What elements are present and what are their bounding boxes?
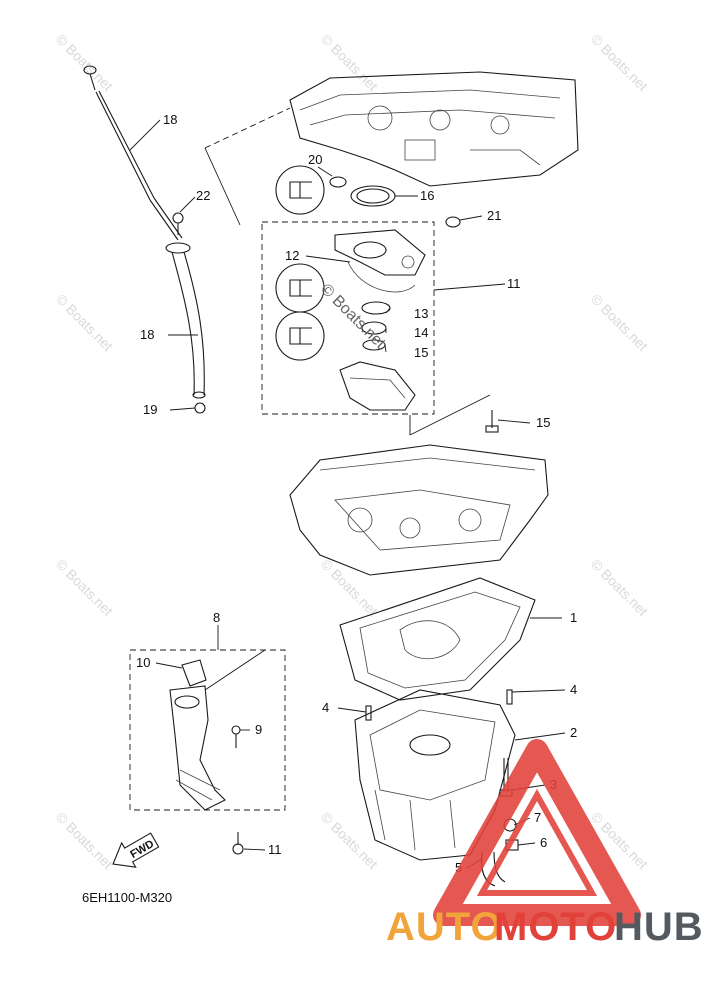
callout-9: 9 <box>255 722 262 737</box>
group-8-box <box>129 649 286 811</box>
callout-22: 22 <box>196 188 210 203</box>
bolt-11 <box>232 832 244 855</box>
fwd-arrow-icon: FWD <box>112 832 160 868</box>
callout-8: 8 <box>213 610 220 625</box>
callout-17: 15 <box>536 415 550 430</box>
o-ring-18-right <box>445 216 461 228</box>
callout-2: 2 <box>570 725 577 740</box>
pin-4-right <box>506 689 513 705</box>
seal-detail-icon <box>275 165 325 215</box>
brand-moto: MOTO <box>494 905 617 949</box>
watermark: © Boats.net <box>318 809 381 872</box>
watermark: © Boats.net <box>588 291 651 354</box>
callout-18-right: 21 <box>487 208 501 223</box>
watermark-layer: © Boats.net © Boats.net © Boats.net © Bo… <box>53 31 651 872</box>
watermark: © Boats.net <box>588 31 651 94</box>
callout-10: 10 <box>136 655 150 670</box>
callout-13: 12 <box>285 248 299 263</box>
cover-plate <box>339 361 416 411</box>
diagram-code: 6EH1100-M320 <box>82 890 172 905</box>
o-ring-21 <box>194 402 206 414</box>
bolt-9 <box>231 725 241 748</box>
callout-12: 11 <box>507 276 521 291</box>
callout-6: 6 <box>540 835 547 850</box>
oil-seal-16 <box>350 185 396 207</box>
brand-auto: AUTO <box>386 905 503 949</box>
group-12-box <box>261 221 435 415</box>
callout-7: 7 <box>534 810 541 825</box>
pin-4-left <box>365 705 372 721</box>
gasket-1 <box>339 577 536 701</box>
callout-19: 18 <box>163 112 177 127</box>
engine-block-top <box>289 71 579 187</box>
callout-14: 13 <box>414 306 428 321</box>
o-ring-18-left <box>329 176 347 188</box>
oil-strainer <box>169 685 226 811</box>
brand-hub: HUB <box>614 905 704 949</box>
callout-15-lower: 15 <box>414 345 428 360</box>
callout-20: 18 <box>140 327 154 342</box>
housing-13 <box>334 229 426 293</box>
automotohub-logo: AUTO MOTO HUB <box>386 739 704 949</box>
watermark: © Boats.net <box>53 31 116 94</box>
watermark: © Boats.net <box>53 809 116 872</box>
watermark: © Boats.net <box>318 31 381 94</box>
leader-lines <box>129 119 566 869</box>
callout-4-right: 4 <box>570 682 577 697</box>
callout-15-upper: 14 <box>414 325 428 340</box>
watermark: © Boats.net <box>318 556 381 619</box>
dipstick-guide-tube <box>165 242 206 399</box>
callout-labels: 18 22 18 19 20 16 21 12 11 13 14 15 15 1… <box>136 112 577 875</box>
watermark: © Boats.net <box>588 556 651 619</box>
seal-14 <box>361 301 391 315</box>
callout-21: 19 <box>143 402 157 417</box>
seal-detail-icon <box>275 263 325 313</box>
reference-line <box>204 649 266 691</box>
gasket-10 <box>181 659 207 687</box>
reference-line <box>409 394 491 436</box>
callout-11: 11 <box>268 842 282 857</box>
reference-line <box>204 107 291 149</box>
callout-16: 16 <box>420 188 434 203</box>
callout-18-left: 20 <box>308 152 322 167</box>
watermark: © Boats.net <box>53 291 116 354</box>
upper-oil-pan <box>289 444 549 576</box>
callout-1: 1 <box>570 610 577 625</box>
bolt-17 <box>485 410 499 433</box>
fwd-label: FWD <box>128 838 156 861</box>
callout-4-left: 4 <box>322 700 329 715</box>
seal-detail-icon <box>275 311 325 361</box>
reference-line <box>204 147 241 226</box>
bolt-22 <box>172 212 184 235</box>
dipstick <box>83 65 183 241</box>
watermark: © Boats.net <box>53 556 116 619</box>
center-watermark: © Boats.net <box>317 281 389 353</box>
triangle-logo-icon <box>433 739 641 926</box>
